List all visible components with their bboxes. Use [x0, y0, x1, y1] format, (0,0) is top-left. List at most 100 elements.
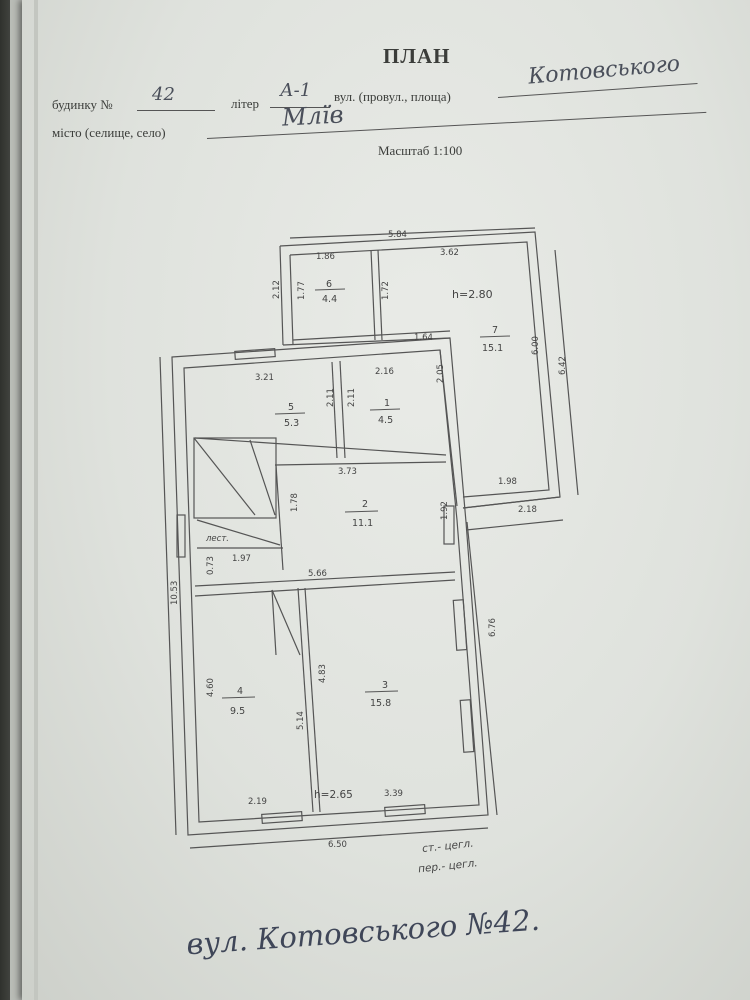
- annex-lower-wall: [462, 496, 561, 509]
- dim-bottom-right: 2.18: [518, 505, 537, 515]
- room-1-area: 4.5: [378, 415, 393, 426]
- annex-inner-wall: [289, 241, 550, 498]
- wall-4-3: [297, 587, 314, 813]
- room-7-area: 15.1: [482, 343, 503, 354]
- window-right-2: [459, 699, 475, 753]
- dim-top: [289, 227, 536, 239]
- room-2-number: 2: [362, 499, 368, 510]
- annex-bottom-wall-inner: [292, 330, 451, 341]
- wall-6-7b: [377, 249, 383, 341]
- house-number-underline: [137, 110, 215, 111]
- room-6-area: 4.4: [322, 294, 337, 305]
- wall-mid: [194, 571, 456, 587]
- room-5-fraction: [274, 412, 306, 415]
- dim-r1-height: 2.11: [347, 388, 357, 407]
- height-note-2: h=2.65: [314, 789, 353, 801]
- window-right-1: [452, 599, 468, 651]
- window-bottom-2: [384, 803, 426, 818]
- dim-r5-height: 2.11: [326, 388, 336, 407]
- dim-r7-height-outer: 6.42: [558, 356, 568, 375]
- dim-left-total: 10.53: [170, 581, 180, 605]
- dim-top-total: 5.84: [388, 230, 407, 240]
- annex-left-wall: [279, 245, 284, 346]
- dim-r7-bottom: 1.98: [498, 477, 517, 487]
- dim-corridor-left: 0.73: [206, 556, 216, 575]
- dim-r6-height-right: 1.72: [381, 281, 391, 300]
- material-floors: пер.- цегл.: [418, 857, 479, 875]
- letter-underline: [270, 107, 330, 108]
- door-diag: [271, 589, 301, 656]
- dim-r7-width: 3.62: [440, 248, 459, 258]
- wall-7-left: [439, 349, 458, 507]
- city-label: місто (селище, село): [52, 125, 166, 140]
- dim-right: [554, 249, 579, 496]
- dim-r6-height-inner: 1.77: [297, 281, 307, 300]
- annex-left-wall-inner: [289, 254, 294, 346]
- material-walls: ст.- цегл.: [422, 838, 475, 855]
- wall-5-1b: [339, 360, 346, 459]
- window-annex-left: [443, 505, 455, 545]
- window-top: [234, 347, 276, 361]
- page-title: ПЛАН: [383, 44, 451, 68]
- dim-r1-width: 2.16: [375, 367, 394, 377]
- room-4-number: 4: [237, 686, 243, 697]
- wall-upper-bottom: [194, 437, 447, 456]
- dim-r3-width: 3.39: [384, 789, 403, 799]
- wall-6-7: [370, 249, 376, 341]
- room-2-area: 11.1: [352, 518, 373, 529]
- room-1-fraction: [369, 408, 401, 411]
- document-sheet: [22, 0, 750, 1000]
- window-left: [176, 514, 186, 558]
- annex-outer-wall: [279, 231, 561, 509]
- house-number-value: 42: [152, 84, 175, 105]
- room-3-area: 15.8: [370, 698, 391, 709]
- wall-upper-bottom2: [274, 461, 447, 466]
- main-inner-wall: [183, 349, 480, 823]
- annex-lower-wall2: [465, 519, 564, 531]
- dim-left: [159, 356, 177, 836]
- stair-box: [193, 437, 277, 519]
- stair-lower-diag: [196, 519, 281, 546]
- letter-value: А-1: [280, 80, 312, 101]
- room-7-number: 7: [492, 325, 498, 336]
- room-2-fraction: [344, 510, 379, 513]
- dim-r6-width: 1.86: [316, 252, 335, 262]
- wall-5-1: [331, 361, 338, 459]
- wall-2-left: [275, 464, 284, 571]
- dim-r6-height-outer: 2.12: [272, 280, 282, 299]
- dim-right-lower: 6.76: [488, 618, 498, 637]
- door-diag2: [271, 589, 277, 656]
- dim-r2-top: 3.73: [338, 467, 357, 477]
- room-5-number: 5: [288, 402, 294, 413]
- dim-r4-right-height: 5.14: [296, 711, 306, 730]
- main-outer-wall: [171, 337, 489, 836]
- page-edge-line: [34, 0, 38, 1000]
- annex-bottom-wall: [282, 337, 451, 346]
- dim-r3-left-height: 4.83: [318, 664, 328, 683]
- room-3-number: 3: [382, 680, 388, 691]
- dim-r1-right: 2.05: [436, 364, 446, 383]
- wall-4-3b: [304, 587, 321, 813]
- room-4-fraction: [221, 696, 256, 699]
- room-3-fraction: [364, 690, 399, 693]
- dim-bottom-total: 6.50: [328, 840, 347, 850]
- stair-diag2: [249, 439, 276, 516]
- letter-label: літер: [231, 96, 260, 111]
- window-bottom-1: [261, 810, 303, 825]
- height-note: h=2.80: [452, 288, 493, 301]
- room-7-fraction: [479, 335, 511, 338]
- stair-label: лест.: [205, 534, 229, 544]
- room-4-area: 9.5: [230, 706, 245, 717]
- dim-bottom: [189, 827, 489, 849]
- room-6-number: 6: [326, 279, 332, 290]
- dim-164: 1.64: [414, 333, 433, 343]
- scale-label: Масштаб 1:100: [378, 143, 463, 158]
- house-number-label: будинку №: [52, 97, 113, 112]
- room-5-area: 5.3: [284, 418, 299, 429]
- street-label: вул. (провул., площа): [334, 89, 451, 104]
- dim-right-lower: [466, 521, 498, 816]
- dim-mid-width: 5.66: [308, 569, 327, 579]
- stair-diag: [193, 437, 256, 516]
- room-6-fraction: [314, 288, 346, 291]
